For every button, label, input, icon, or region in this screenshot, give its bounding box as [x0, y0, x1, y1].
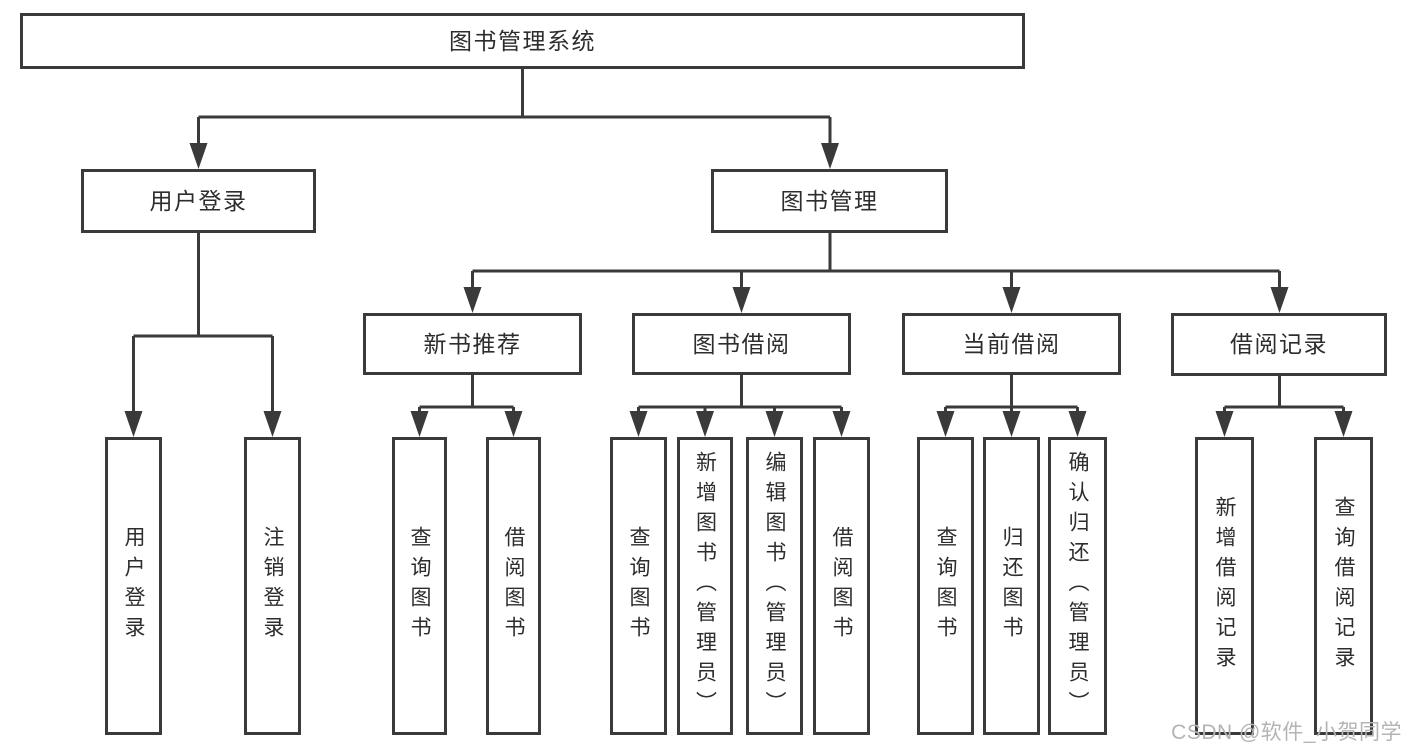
leaf-logout-label: 注销登录: [261, 526, 284, 646]
leaf-recommend-borrow-book: 借阅图书: [486, 437, 541, 735]
node-borrow-record: 借阅记录: [1171, 313, 1387, 376]
leaf-borrow-add-book-admin: 新增图书（管理员）: [677, 437, 733, 735]
leaf-current-confirm-return-admin: 确认归还（管理员）: [1048, 437, 1107, 735]
node-book-borrow-label: 图书借阅: [692, 330, 791, 357]
leaf-borrow-edit-book-admin: 编辑图书（管理员）: [746, 437, 803, 735]
node-book-management-label: 图书管理: [780, 187, 879, 214]
leaf-borrow-query-book-label: 查询图书: [627, 526, 650, 646]
leaf-borrow-borrow-book: 借阅图书: [813, 437, 870, 735]
node-root: 图书管理系统: [20, 13, 1025, 69]
leaf-borrow-add-book-admin-label: 新增图书（管理员）: [693, 451, 717, 721]
node-new-book-recommend-label: 新书推荐: [423, 330, 522, 357]
leaf-record-query: 查询借阅记录: [1314, 437, 1373, 735]
leaf-borrow-query-book: 查询图书: [610, 437, 667, 735]
leaf-current-return-book-label: 归还图书: [1000, 526, 1023, 646]
leaf-current-query-book: 查询图书: [917, 437, 974, 735]
leaf-recommend-query-book: 查询图书: [392, 437, 447, 735]
leaf-logout: 注销登录: [244, 437, 301, 735]
connector-shafts: [132, 69, 1345, 414]
node-book-management: 图书管理: [711, 169, 948, 233]
node-current-borrow: 当前借阅: [902, 313, 1121, 375]
leaf-borrow-borrow-book-label: 借阅图书: [830, 526, 853, 646]
leaf-record-query-label: 查询借阅记录: [1332, 496, 1355, 676]
leaf-record-add-label: 新增借阅记录: [1213, 496, 1236, 676]
node-book-borrow: 图书借阅: [632, 313, 851, 375]
leaf-current-query-book-label: 查询图书: [934, 526, 957, 646]
node-user-login: 用户登录: [81, 169, 316, 233]
leaf-borrow-edit-book-admin-label: 编辑图书（管理员）: [763, 451, 786, 721]
node-borrow-record-label: 借阅记录: [1230, 331, 1328, 357]
node-current-borrow-label: 当前借阅: [962, 330, 1061, 357]
leaf-current-confirm-return-admin-label: 确认归还（管理员）: [1066, 451, 1089, 721]
node-user-login-label: 用户登录: [149, 187, 248, 214]
node-new-book-recommend: 新书推荐: [363, 313, 582, 375]
leaf-user-login: 用户登录: [105, 437, 162, 735]
leaf-user-login-label: 用户登录: [122, 526, 145, 646]
leaf-recommend-query-book-label: 查询图书: [408, 526, 431, 646]
watermark: CSDN @软件_小贺同学: [1171, 721, 1402, 744]
leaf-record-add: 新增借阅记录: [1195, 437, 1254, 735]
leaf-recommend-borrow-book-label: 借阅图书: [502, 526, 525, 646]
leaf-current-return-book: 归还图书: [983, 437, 1040, 735]
node-root-label: 图书管理系统: [449, 27, 596, 54]
arrowheads: [124, 143, 1353, 437]
